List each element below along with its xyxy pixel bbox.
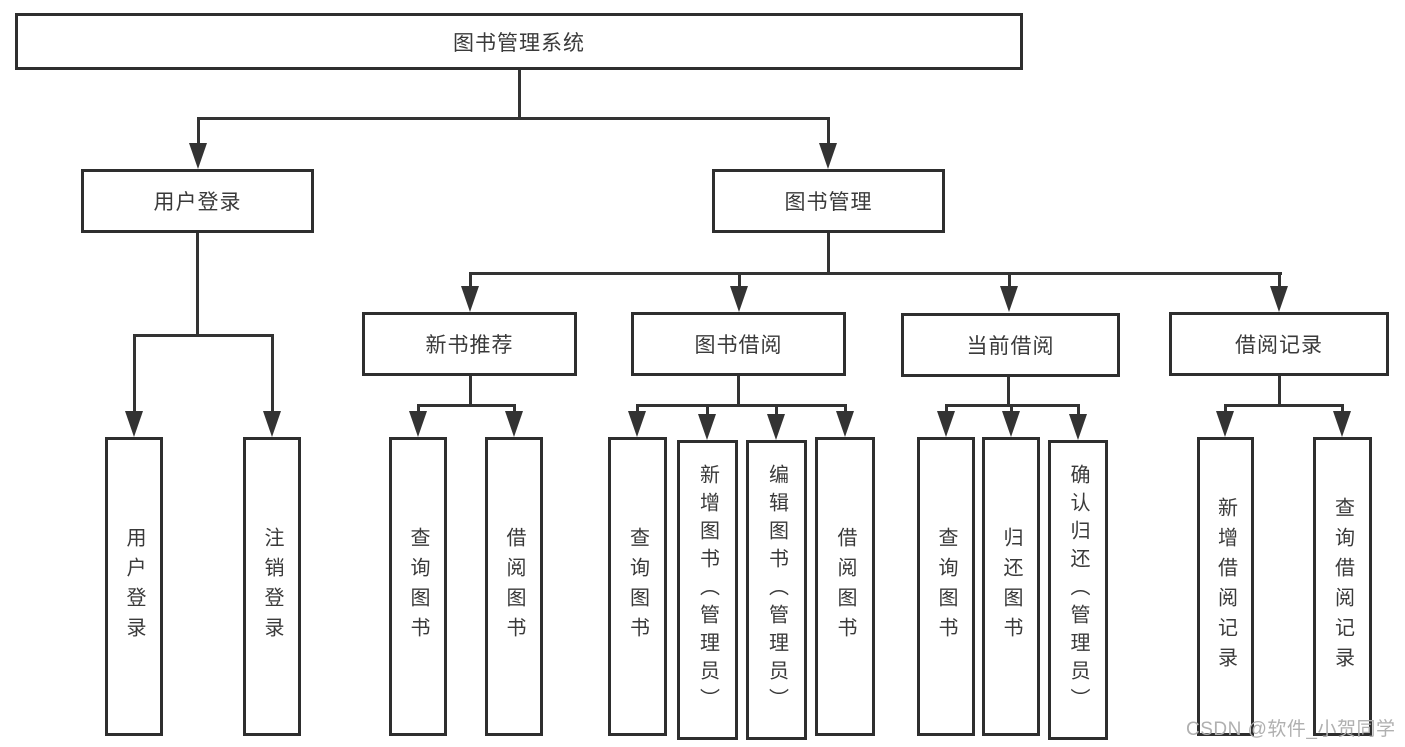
arrowhead-current-icon bbox=[1000, 286, 1018, 312]
node-book-borrow: 图书借阅 bbox=[631, 312, 846, 376]
leaf-newrec-borrow-book: 借阅图书 bbox=[485, 437, 543, 736]
arrowhead-bb-borrow-icon bbox=[836, 411, 854, 437]
connector-record-bar bbox=[1224, 404, 1344, 407]
connector-shaft-bb-add bbox=[706, 404, 709, 416]
connector-shaft-borrow bbox=[738, 274, 741, 289]
arrowhead-book-mgmt-icon bbox=[819, 143, 837, 169]
connector-new-rec-stem bbox=[469, 376, 472, 407]
leaf-borrow-edit-book-admin: 编辑图书（管理员） bbox=[746, 440, 807, 740]
leaf-borrow-add-book-admin: 新增图书（管理员） bbox=[677, 440, 738, 740]
connector-shaft-nr-borrow bbox=[513, 404, 516, 413]
leaf-borrow-borrow-book: 借阅图书 bbox=[815, 437, 875, 736]
connector-root-stem bbox=[518, 70, 521, 120]
arrowhead-user-login-icon bbox=[189, 143, 207, 169]
connector-shaft-bb-query bbox=[636, 404, 639, 413]
connector-shaft-nr-query bbox=[417, 404, 420, 413]
node-new-book-recommend: 新书推荐 bbox=[362, 312, 577, 376]
arrowhead-bb-edit-icon bbox=[767, 414, 785, 440]
leaf-record-query-borrow-record: 查询借阅记录 bbox=[1313, 437, 1372, 736]
connector-shaft-new-rec bbox=[469, 274, 472, 289]
arrowhead-cb-confirm-icon bbox=[1069, 414, 1087, 440]
arrowhead-br-add-icon bbox=[1216, 411, 1234, 437]
arrowhead-bb-query-icon bbox=[628, 411, 646, 437]
arrowhead-cb-return-icon bbox=[1002, 411, 1020, 437]
connector-shaft-cb-return bbox=[1010, 404, 1013, 413]
arrowhead-cb-query-icon bbox=[937, 411, 955, 437]
node-book-management: 图书管理 bbox=[712, 169, 945, 233]
connector-book-mgmt-bar bbox=[469, 272, 1282, 275]
connector-book-mgmt-stem bbox=[827, 233, 830, 275]
connector-shaft-br-add bbox=[1224, 404, 1227, 413]
connector-user-login-bar bbox=[133, 334, 274, 337]
connector-shaft-bb-borrow bbox=[844, 404, 847, 413]
connector-shaft-login-leaf bbox=[133, 334, 136, 413]
watermark-text: CSDN @软件_小贺同学 bbox=[1186, 719, 1396, 740]
arrowhead-br-query-icon bbox=[1333, 411, 1351, 437]
arrowhead-nr-borrow-icon bbox=[505, 411, 523, 437]
connector-shaft-bb-edit bbox=[775, 404, 778, 416]
connector-shaft-cb-confirm bbox=[1077, 404, 1080, 416]
connector-borrow-bar bbox=[636, 404, 847, 407]
leaf-current-confirm-return-admin: 确认归还（管理员） bbox=[1048, 440, 1108, 740]
connector-root-bar bbox=[197, 117, 830, 120]
node-borrow-record: 借阅记录 bbox=[1169, 312, 1389, 376]
connector-shaft-current bbox=[1008, 274, 1011, 289]
connector-new-rec-bar bbox=[417, 404, 516, 407]
connector-borrow-stem bbox=[737, 376, 740, 407]
leaf-current-query-book: 查询图书 bbox=[917, 437, 975, 736]
connector-shaft-logout-leaf bbox=[271, 334, 274, 413]
connector-shaft-book-mgmt bbox=[827, 119, 830, 145]
connector-shaft-user-login bbox=[197, 119, 200, 145]
arrowhead-new-rec-icon bbox=[461, 286, 479, 312]
leaf-logout: 注销登录 bbox=[243, 437, 301, 736]
leaf-borrow-query-book: 查询图书 bbox=[608, 437, 667, 736]
connector-current-stem bbox=[1007, 377, 1010, 407]
connector-user-login-stem bbox=[196, 233, 199, 337]
connector-shaft-cb-query bbox=[945, 404, 948, 413]
leaf-current-return-book: 归还图书 bbox=[982, 437, 1040, 736]
leaf-newrec-query-book: 查询图书 bbox=[389, 437, 447, 736]
arrowhead-record-icon bbox=[1270, 286, 1288, 312]
node-user-login: 用户登录 bbox=[81, 169, 314, 233]
arrowhead-login-leaf-icon bbox=[125, 411, 143, 437]
node-current-borrow: 当前借阅 bbox=[901, 313, 1120, 377]
node-root-system: 图书管理系统 bbox=[15, 13, 1023, 70]
arrowhead-nr-query-icon bbox=[409, 411, 427, 437]
arrowhead-logout-leaf-icon bbox=[263, 411, 281, 437]
leaf-user-login: 用户登录 bbox=[105, 437, 163, 736]
connector-record-stem bbox=[1278, 376, 1281, 407]
connector-shaft-record bbox=[1278, 274, 1281, 289]
leaf-record-add-borrow-record: 新增借阅记录 bbox=[1197, 437, 1254, 736]
connector-shaft-br-query bbox=[1341, 404, 1344, 413]
arrowhead-bb-add-icon bbox=[698, 414, 716, 440]
arrowhead-borrow-icon bbox=[730, 286, 748, 312]
